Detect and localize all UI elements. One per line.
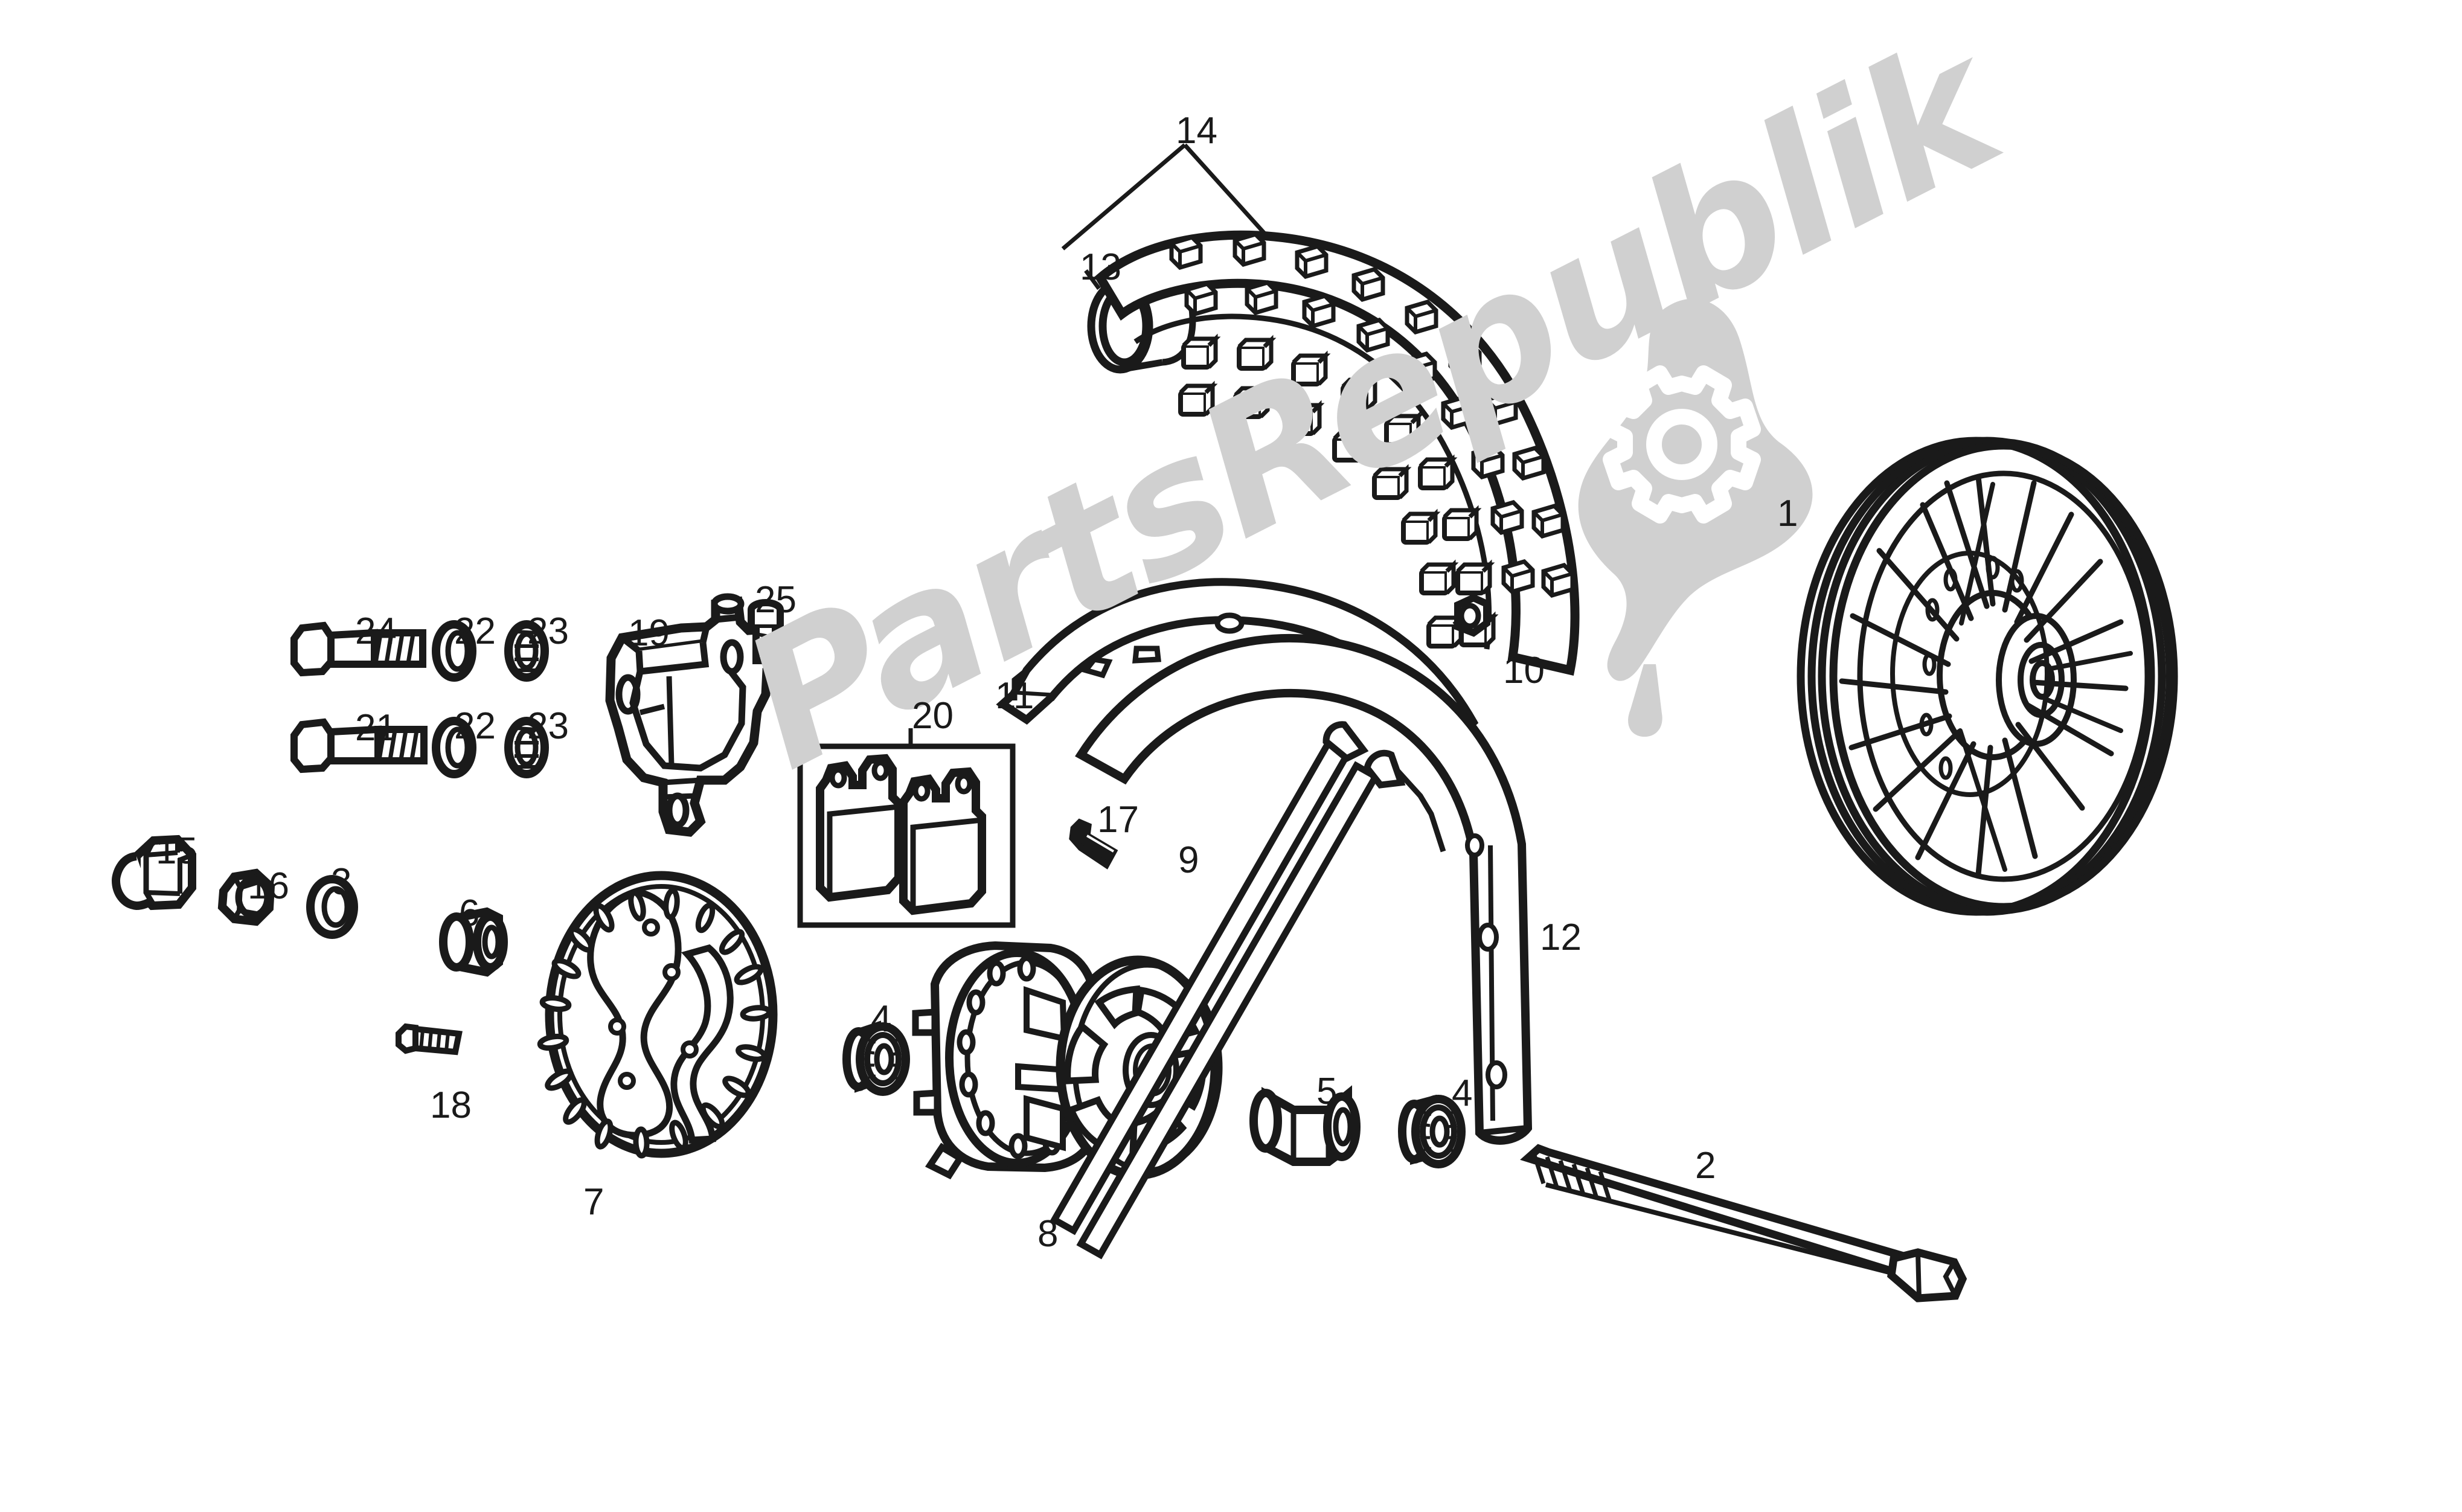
bleed-nipple	[748, 599, 784, 664]
callout-10: 10	[1503, 650, 1545, 691]
flat-washer-upper	[432, 620, 476, 682]
brake-disc	[537, 871, 778, 1159]
callout-8: 8	[1037, 1213, 1059, 1255]
callout-4b: 4	[1452, 1072, 1473, 1114]
callout-24: 24	[355, 610, 397, 652]
callout-7: 7	[583, 1181, 604, 1223]
callout-19: 19	[628, 612, 670, 654]
brake-caliper	[605, 593, 784, 837]
callout-12: 12	[1540, 917, 1582, 958]
callout-16: 16	[248, 865, 289, 907]
callout-15: 15	[156, 830, 197, 872]
callout-23a: 23	[527, 610, 569, 652]
fender-clip	[1454, 594, 1490, 637]
hex-nut	[217, 868, 275, 926]
axle-nut-cap	[111, 834, 196, 911]
callout-1: 1	[1777, 493, 1798, 534]
callout-3: 3	[331, 861, 352, 903]
callout-22b: 22	[454, 705, 496, 747]
callout-11: 11	[995, 675, 1034, 717]
callout-4a: 4	[871, 998, 892, 1040]
lock-washer-upper	[504, 620, 549, 682]
callout-14: 14	[1176, 110, 1217, 152]
caliper-bolt-long	[290, 621, 426, 677]
lock-washer-lower	[504, 717, 549, 778]
brake-pad-set	[797, 728, 1016, 928]
callout-9: 9	[1178, 839, 1199, 881]
callout-18: 18	[430, 1084, 472, 1126]
callout-23b: 23	[527, 705, 569, 747]
wheel-hub	[912, 941, 1223, 1180]
front-axle-shaft	[1520, 1144, 1967, 1302]
callout-21: 21	[355, 707, 397, 749]
brake-pad-pin	[1069, 818, 1118, 870]
disc-screw	[396, 1023, 463, 1056]
callout-6: 6	[459, 892, 480, 934]
washer	[306, 875, 358, 939]
callout-25: 25	[755, 579, 797, 621]
callout-20: 20	[912, 695, 954, 737]
callout-17: 17	[1097, 799, 1139, 841]
distance-bush	[439, 907, 508, 977]
front-mudguard	[1050, 594, 1533, 1260]
axle-spacer	[1249, 1085, 1361, 1166]
gear-icon	[1603, 365, 1761, 524]
mudguard-support-strut	[1050, 721, 1446, 1260]
wheel-bearing-left	[842, 1020, 910, 1096]
spoked-wheel-rim	[1797, 437, 2178, 916]
flat-washer-lower	[432, 717, 476, 778]
caliper-fasteners	[290, 620, 549, 778]
callout-13: 13	[1080, 246, 1121, 288]
front-tyre-group	[1061, 143, 1580, 676]
axle-assembly	[1249, 1085, 1967, 1302]
callout-2: 2	[1695, 1145, 1716, 1187]
hub-fasteners	[111, 834, 508, 1056]
caliper-bolt-short	[290, 718, 428, 774]
callout-22a: 22	[454, 610, 496, 652]
callout-5: 5	[1316, 1071, 1338, 1112]
